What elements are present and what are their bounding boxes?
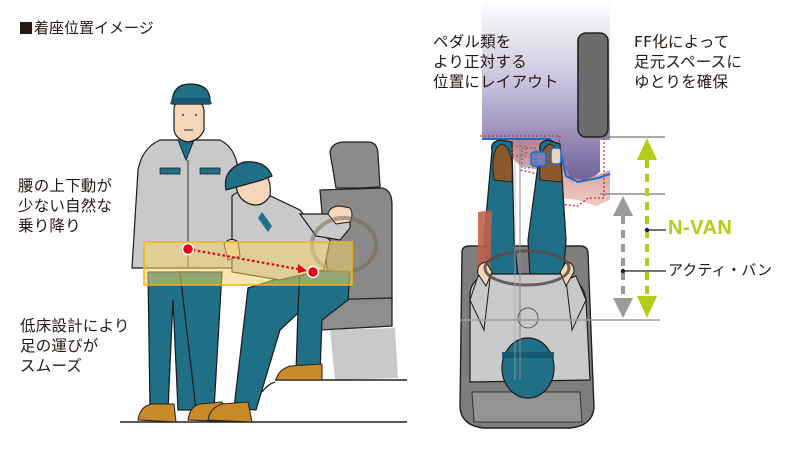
diagram-title: 着座位置イメージ bbox=[20, 18, 154, 38]
legend-acty-label: アクティ・バン bbox=[668, 261, 773, 279]
caption-pedal-layout: ペダル類を より正対する 位置にレイアウト bbox=[433, 33, 559, 91]
front-wheel bbox=[577, 32, 609, 138]
hip-end-marker bbox=[306, 265, 320, 279]
caption-ff-footspace: FF化によって 足元スペースに ゆとりを確保 bbox=[634, 33, 743, 91]
nvan-distance-arrow bbox=[637, 138, 657, 318]
hip-point-marker bbox=[517, 307, 539, 329]
acty-distance-arrow bbox=[613, 196, 633, 318]
standing-worker bbox=[131, 83, 243, 423]
hip-motion-arrow bbox=[187, 247, 304, 272]
hip-start-marker bbox=[181, 242, 195, 256]
nvan-outline bbox=[482, 138, 611, 184]
hip-motion-band bbox=[143, 241, 353, 286]
caption-natural-entry: 腰の上下動が 少ない自然な 乗り降り bbox=[18, 177, 113, 235]
legend-nvan-label: N-VAN bbox=[668, 217, 733, 239]
caption-low-floor: 低床設計により 足の運びが スムーズ bbox=[20, 317, 130, 375]
title-label: 着座位置イメージ bbox=[34, 19, 154, 37]
steering-wheel-top bbox=[483, 249, 571, 287]
title-square-icon bbox=[20, 22, 32, 34]
